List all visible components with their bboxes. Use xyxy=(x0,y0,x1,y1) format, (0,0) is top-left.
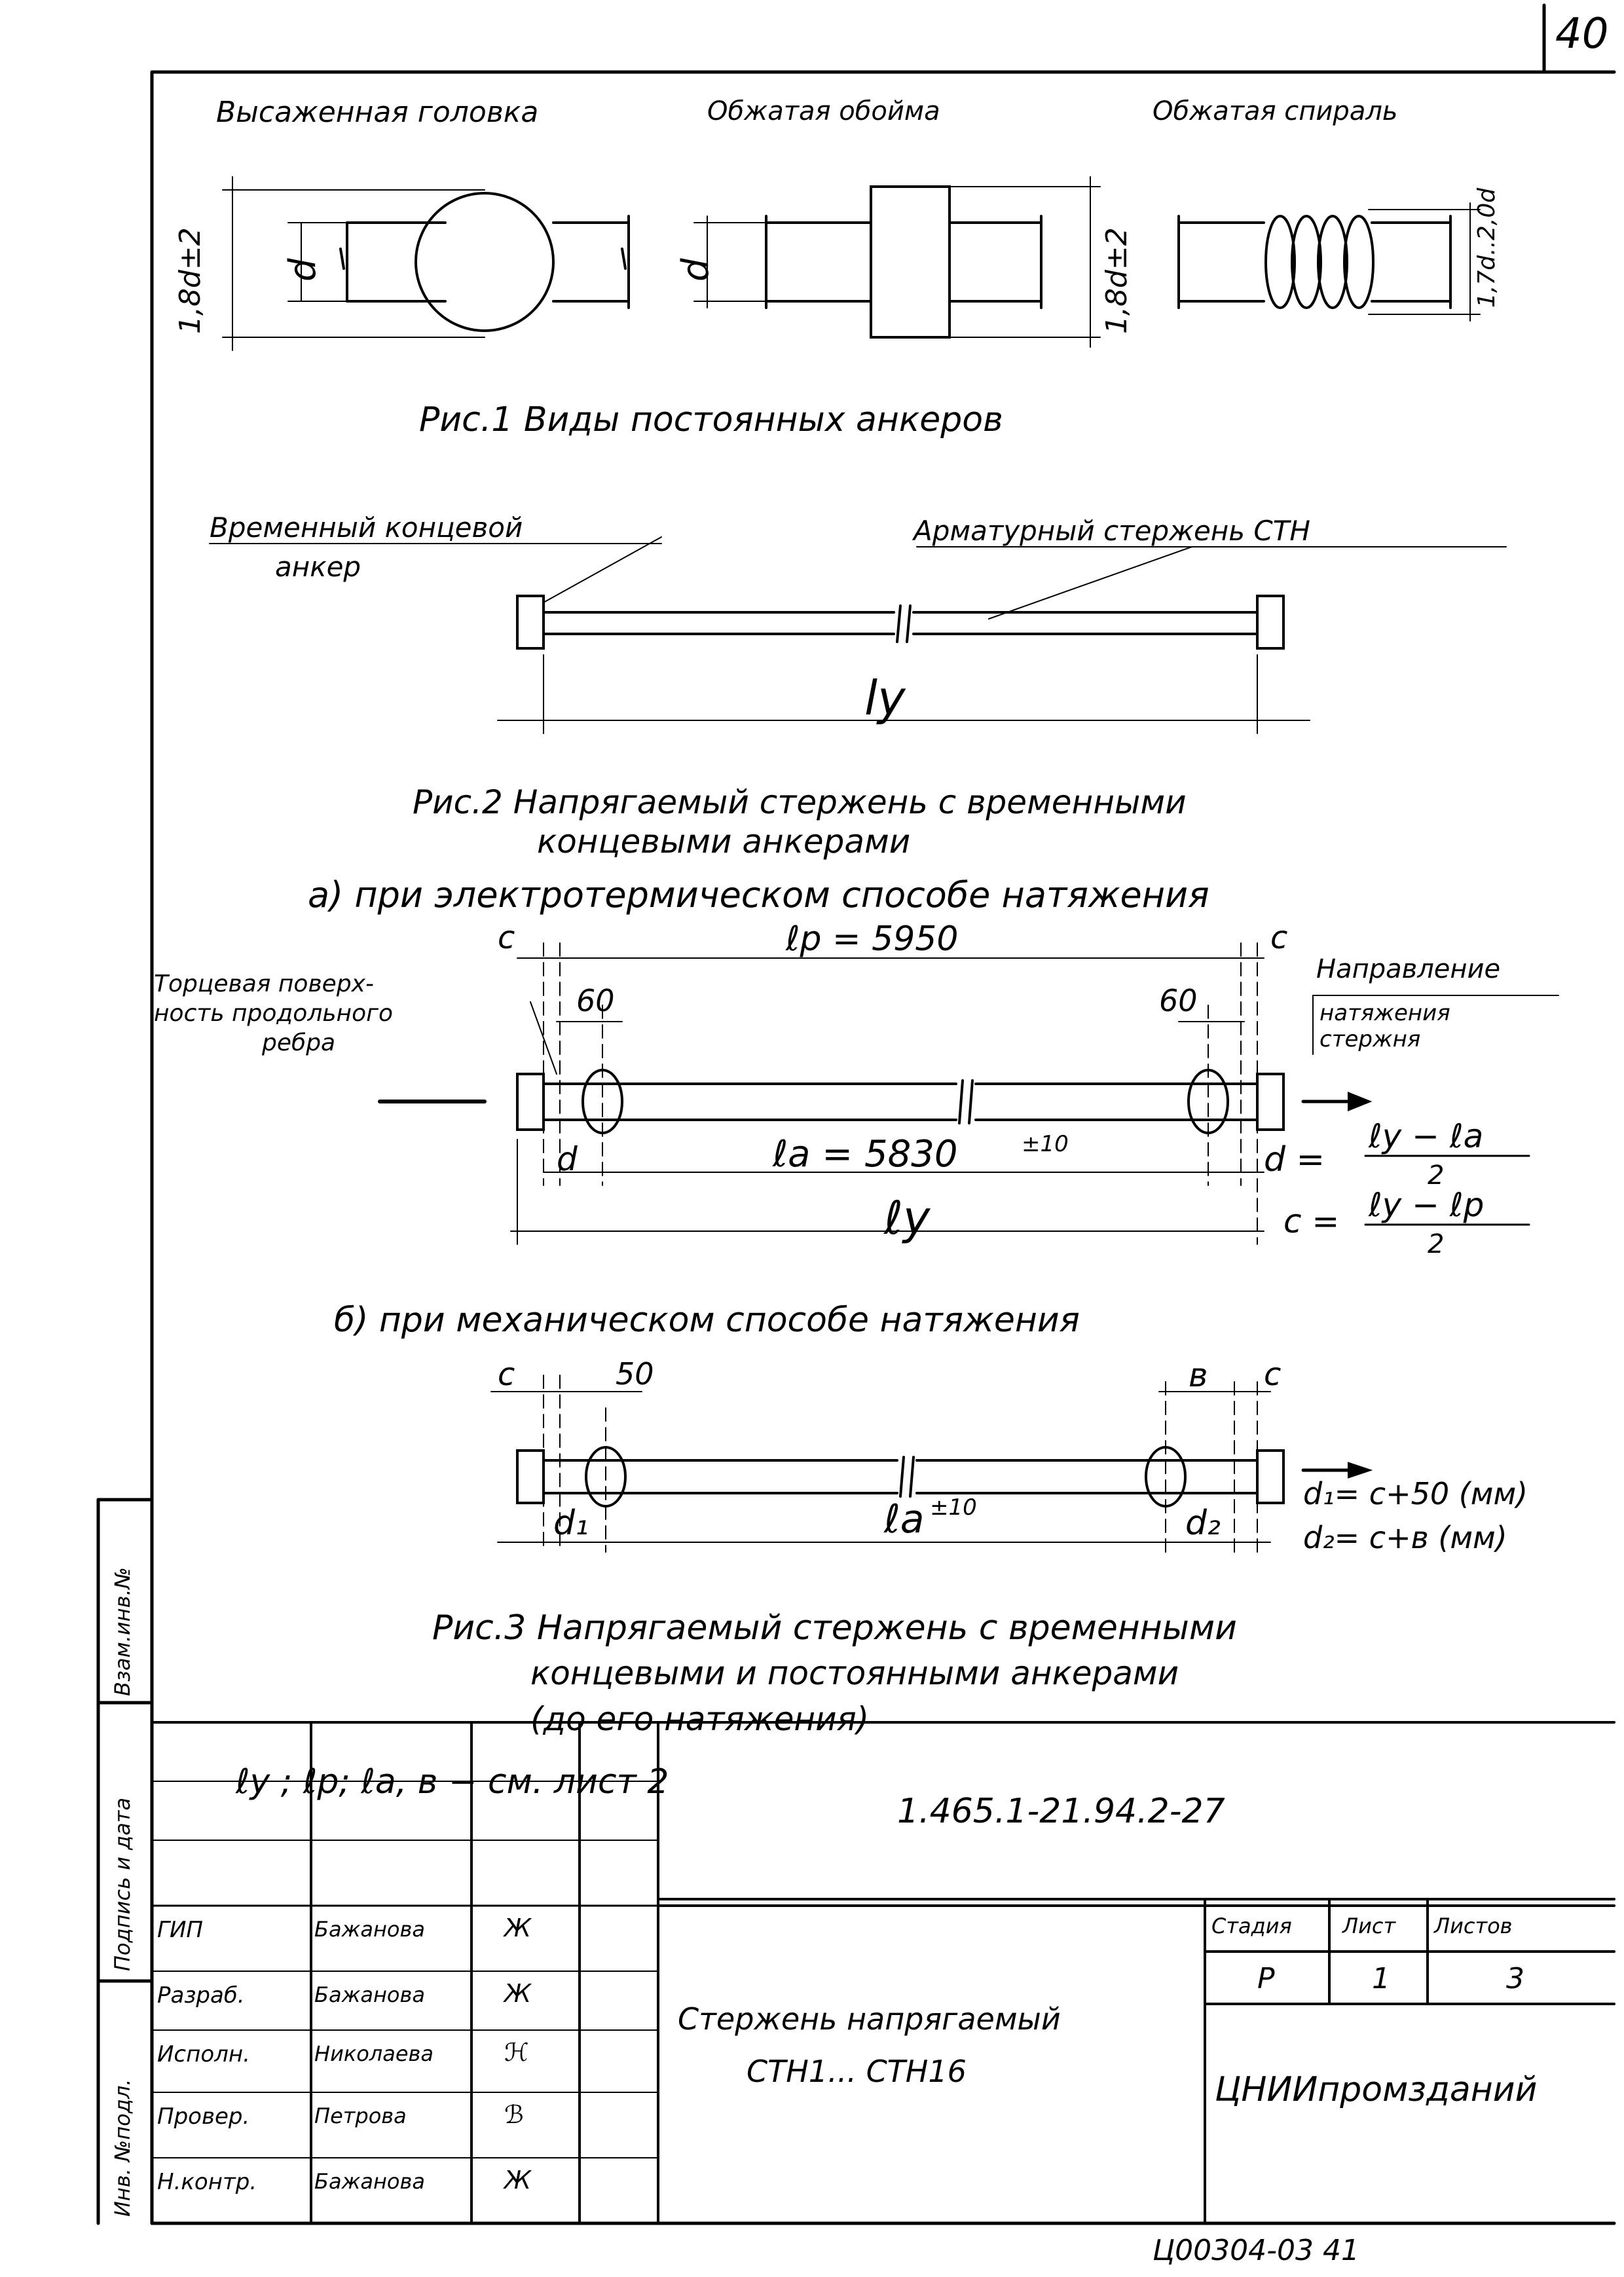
fig3a-dir-1: Направление xyxy=(1316,954,1501,984)
fig3a-c-right: c xyxy=(1270,919,1288,956)
tb-doc-name-1: Стержень напрягаемый xyxy=(678,2001,1061,2037)
fig2-label-right: Арматурный стержень СТН xyxy=(913,515,1310,547)
fig3b-caption-3: (до его натяжения) xyxy=(530,1700,870,1738)
fig3a-d-left: d xyxy=(557,1140,578,1178)
fig3b-rod xyxy=(490,1375,1373,1553)
tb-org: ЦНИИпромзданий xyxy=(1215,2070,1538,2109)
fig3b-title: б) при механическом способе натяжения xyxy=(334,1301,1080,1340)
fig1-dim-d-1: d xyxy=(282,258,324,282)
fig3a-dir-2: натяжения xyxy=(1320,1000,1450,1026)
fig3b-caption-1: Рис.3 Напрягаемый стержень с временными xyxy=(432,1608,1237,1648)
fig3a-la-tol: ±10 xyxy=(1022,1131,1069,1157)
tb-role-5: Н.контр. xyxy=(157,2169,257,2195)
fig2-caption-2: концевыми анкерами xyxy=(537,823,911,861)
fig2-label-left-2: анкер xyxy=(275,551,361,583)
fig1-label-headed: Высаженная головка xyxy=(216,96,539,129)
tb-header-sheet: Лист xyxy=(1342,1914,1396,1938)
doc-code: 1.465.1-21.94.2-27 xyxy=(897,1792,1225,1831)
tb-name-2: Бажанова xyxy=(314,1982,425,2007)
fig2-rod xyxy=(209,536,1507,734)
fig3b-b: в xyxy=(1189,1356,1208,1394)
fig3a-c-eq: c = xyxy=(1283,1202,1340,1240)
fig2-caption-1: Рис.2 Напрягаемый стержень с временными xyxy=(413,783,1187,821)
tb-sig-3: ℋ xyxy=(504,2038,529,2067)
fig1-headed-anchor xyxy=(222,176,630,351)
fig3b-d1: d₁ xyxy=(553,1504,589,1543)
tb-name-4: Петрова xyxy=(314,2103,407,2128)
fig3b-eq1: d₁= c+50 (мм) xyxy=(1303,1476,1528,1511)
fig3a-60-left: 60 xyxy=(576,983,615,1018)
tb-role-2: Разраб. xyxy=(157,1982,245,2009)
tb-sig-5: Ж xyxy=(504,2166,531,2194)
title-block-lines xyxy=(151,1721,1615,2225)
fig3b-caption-2: концевыми и постоянными анкерами xyxy=(530,1654,1179,1692)
tb-header-sheets: Листов xyxy=(1434,1914,1513,1938)
tb-sig-2: Ж xyxy=(504,1979,531,2008)
tb-sheets: 3 xyxy=(1506,1962,1524,1995)
fig3b-50: 50 xyxy=(616,1356,654,1392)
fig1-label-sleeve: Обжатая обойма xyxy=(707,96,940,126)
fig1-caption: Рис.1 Виды постоянных анкеров xyxy=(419,400,1003,439)
fig3b-d2: d₂ xyxy=(1185,1504,1221,1543)
fig3b-la: ℓa xyxy=(884,1496,925,1542)
fig3a-d-right: d = xyxy=(1264,1140,1325,1179)
fig3a-f1-den: 2 xyxy=(1428,1160,1445,1191)
fig1-crimped-spiral xyxy=(1177,202,1481,322)
fig3a-torec-3: ребра xyxy=(262,1029,336,1056)
tb-doc-name-2: СТН1... СТН16 xyxy=(747,2054,967,2089)
tb-header-stage: Стадия xyxy=(1211,1914,1292,1938)
fig1-dim-d-2: d xyxy=(674,258,717,282)
footer-code: Ц00304-03 41 xyxy=(1153,2234,1359,2267)
fig3a-lp: ℓp = 5950 xyxy=(786,919,959,959)
fig3a-torec-2: ность продольного xyxy=(154,1000,394,1027)
fig1-dim-18d-1: 1,8d±2 xyxy=(174,227,207,334)
fig3a-f2-den: 2 xyxy=(1428,1229,1445,1259)
side-stamp-sign: Подпись и дата xyxy=(110,1797,135,1971)
fig3a-f1-num: ℓy − ℓa xyxy=(1369,1117,1484,1155)
tb-role-4: Провер. xyxy=(157,2103,250,2130)
fig3a-60-right: 60 xyxy=(1159,983,1198,1018)
sheet-frame xyxy=(96,3,1616,2225)
fig3a-title: а) при электротермическом способе натяже… xyxy=(308,874,1209,916)
tb-name-3: Николаева xyxy=(314,2041,434,2066)
page-number: 40 xyxy=(1555,10,1609,58)
note: ℓy ; ℓp; ℓa, в − см. лист 2 xyxy=(236,1762,669,1802)
tb-name-1: Бажанова xyxy=(314,1917,425,1942)
fig3a-f2-num: ℓy − ℓp xyxy=(1369,1186,1485,1224)
fig1-dim-spiral: 1,7d..2,0d xyxy=(1473,187,1500,308)
fig3b-c-right: c xyxy=(1264,1356,1282,1393)
tb-sheet: 1 xyxy=(1372,1962,1390,1995)
side-stamp-inv: Инв. №подл. xyxy=(110,2079,135,2217)
fig1-crimped-sleeve xyxy=(693,176,1101,348)
fig3b-la-tol: ±10 xyxy=(930,1494,977,1521)
fig1-label-spiral: Обжатая спираль xyxy=(1153,96,1398,126)
fig3a-ly: ℓy xyxy=(884,1191,931,1245)
fig3b-c-left: c xyxy=(498,1356,515,1393)
tb-sig-4: ℬ xyxy=(504,2100,524,2129)
fig3a-c-left: c xyxy=(498,919,515,956)
tb-stage: Р xyxy=(1257,1962,1275,1995)
tb-role-1: ГИП xyxy=(157,1917,203,1943)
tb-role-3: Исполн. xyxy=(157,2041,250,2067)
tb-sig-1: Ж xyxy=(504,1914,531,1942)
fig2-dim-ly: ly xyxy=(864,671,906,726)
fig3b-eq2: d₂= c+в (мм) xyxy=(1303,1520,1507,1555)
fig3a-dir-3: стержня xyxy=(1320,1026,1421,1052)
tb-name-5: Бажанова xyxy=(314,2169,425,2194)
fig2-label-left-1: Временный концевой xyxy=(210,511,523,544)
fig3a-rod xyxy=(378,942,1559,1245)
side-stamp-replace: Взам.инв.№ xyxy=(110,1567,135,1696)
fig3a-torec-1: Торцевая поверх- xyxy=(154,971,374,997)
fig3a-la: ℓa = 5830 xyxy=(773,1133,958,1176)
fig1-dim-18d-2: 1,8d±2 xyxy=(1100,227,1134,334)
